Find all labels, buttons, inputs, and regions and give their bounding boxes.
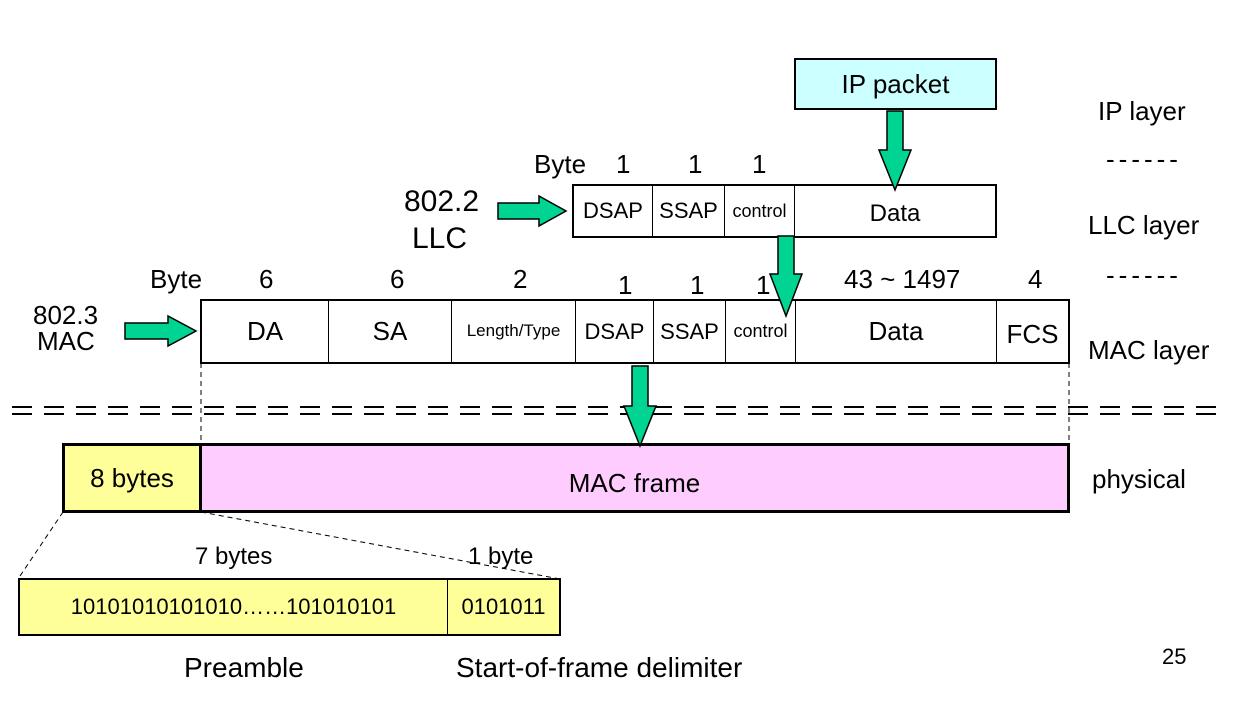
- llc-field-dsap: DSAP: [574, 186, 653, 236]
- preamble-right-projection: [200, 511, 561, 580]
- llc-size-control: 1: [752, 149, 767, 179]
- preamble-caption: Preamble: [184, 652, 304, 683]
- preamble-block: 8 bytes: [65, 446, 202, 510]
- mac-layer-label: MAC layer: [1088, 335, 1210, 365]
- preamble-bytes-label: 7 bytes: [195, 543, 273, 570]
- mac-field-length-type: Length/Type: [452, 301, 576, 362]
- mac-field-fcs: FCS: [996, 301, 1068, 362]
- ip-packet-box: IP packet: [794, 58, 997, 110]
- mac-size-data: 43 ~ 1497: [844, 264, 961, 294]
- preamble-bits: 10101010101010……101010101: [20, 580, 448, 634]
- llc-frame: DSAP SSAP control Data: [572, 184, 997, 238]
- physical-layer-label: physical: [1092, 464, 1186, 494]
- mac-size-fcs: 4: [1028, 264, 1043, 294]
- llc-title-line2: LLC: [412, 222, 468, 255]
- mac-title-line2: MAC: [37, 326, 95, 356]
- layer-separator-1: ------: [1106, 144, 1182, 174]
- mac-frame-block: MAC frame: [202, 446, 1067, 510]
- mac-byte-label: Byte: [150, 264, 203, 294]
- mac-size-ssap: 1: [690, 270, 705, 300]
- preamble-left-projection: [17, 511, 64, 580]
- llc-field-ssap: SSAP: [653, 186, 725, 236]
- llc-title-line1: 802.2: [404, 185, 480, 218]
- llc-size-ssap: 1: [688, 149, 703, 179]
- preamble-detail-box: 10101010101010……101010101 0101011: [18, 578, 561, 636]
- llc-field-data: Data: [869, 200, 921, 227]
- mac-size-dsap: 1: [618, 270, 633, 300]
- mac-field-ssap: SSAP: [654, 301, 726, 362]
- mac-field-da: DA: [202, 301, 329, 362]
- mac-field-dsap: DSAP: [576, 301, 654, 362]
- llc-field-control: control: [725, 186, 795, 236]
- mac-size-sa: 6: [390, 264, 405, 294]
- sfd-caption: Start-of-frame delimiter: [456, 652, 743, 683]
- ip-layer-label: IP layer: [1098, 96, 1186, 126]
- mac-title-line1: 802.3: [33, 300, 99, 330]
- mac-field-sa: SA: [329, 301, 452, 362]
- page-number: 25: [1162, 644, 1187, 669]
- preamble-size-label: 8 bytes: [90, 462, 174, 493]
- mac-size-length: 2: [513, 264, 528, 294]
- sfd-bits: 0101011: [461, 594, 546, 619]
- mac-field-control: control: [726, 301, 796, 362]
- mac-field-data: Data: [868, 316, 924, 346]
- mac-frame: DA SA Length/Type DSAP SSAP control Data…: [200, 299, 1070, 364]
- llc-size-dsap: 1: [616, 149, 631, 179]
- llc-layer-label: LLC layer: [1088, 210, 1200, 240]
- llc-byte-label: Byte: [534, 149, 587, 179]
- ip-packet-label: IP packet: [841, 68, 950, 99]
- mac-size-da: 6: [259, 264, 274, 294]
- sfd-bytes-label: 1 byte: [468, 543, 534, 570]
- layer-separator-2: ------: [1106, 260, 1182, 290]
- mac-frame-label: MAC frame: [568, 467, 701, 498]
- physical-frame: 8 bytes MAC frame: [62, 443, 1070, 513]
- mac-size-control: 1: [756, 270, 771, 300]
